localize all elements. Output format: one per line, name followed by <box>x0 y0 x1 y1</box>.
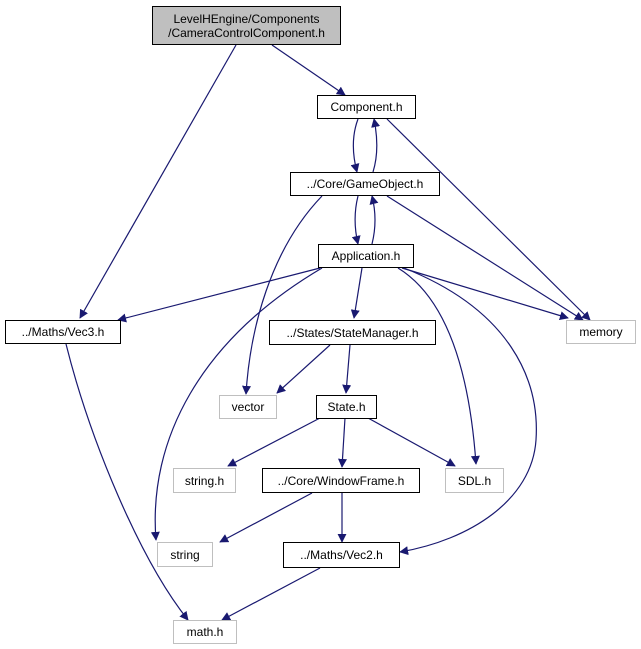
edge-root-to-vec3 <box>79 44 237 319</box>
node-gameobject-h[interactable]: ../Core/GameObject.h <box>290 172 440 196</box>
edge-application-to-vec2 <box>399 267 537 556</box>
edge-vec2-to-math <box>221 567 321 621</box>
edge-vec3-to-math <box>65 343 189 621</box>
edge-root-to-component <box>271 44 346 96</box>
node-state-h[interactable]: State.h <box>316 395 377 419</box>
edge-statemanager-to-vector <box>276 344 331 394</box>
node-root-file[interactable]: LevelHEngine/Components /CameraControlCo… <box>152 6 341 45</box>
edge-state-to-stringh <box>227 417 321 467</box>
node-statemanager-h[interactable]: ../States/StateManager.h <box>269 320 436 345</box>
node-vec3-h[interactable]: ../Maths/Vec3.h <box>5 320 121 344</box>
edge-application-to-memory <box>401 267 569 320</box>
node-vec2-h[interactable]: ../Maths/Vec2.h <box>283 542 400 568</box>
node-component-h[interactable]: Component.h <box>317 95 416 119</box>
node-string-h[interactable]: string.h <box>173 468 236 493</box>
node-memory[interactable]: memory <box>566 320 636 344</box>
edge-component-to-memory <box>386 118 591 321</box>
edge-component-to-gameobject <box>350 118 360 173</box>
edge-application-to-string <box>150 267 323 541</box>
node-vector[interactable]: vector <box>219 395 277 419</box>
edge-gameobject-to-application <box>351 195 361 245</box>
edge-statemanager-to-state <box>342 344 352 394</box>
edge-application-to-sdl <box>397 267 480 465</box>
edge-application-to-gameobject <box>369 195 379 245</box>
node-math-h[interactable]: math.h <box>173 620 237 644</box>
edge-gameobject-to-component <box>371 118 380 173</box>
node-string[interactable]: string <box>157 542 213 567</box>
edge-gameobject-to-memory <box>386 195 584 321</box>
node-sdl-h[interactable]: SDL.h <box>445 468 504 493</box>
edges-layer <box>65 44 591 621</box>
node-windowframe-h[interactable]: ../Core/WindowFrame.h <box>262 468 420 493</box>
edge-gameobject-to-vector <box>242 195 323 395</box>
edge-windowframe-to-string <box>219 492 313 543</box>
node-application-h[interactable]: Application.h <box>318 244 414 268</box>
edge-state-to-sdl <box>367 417 456 467</box>
edge-state-to-windowframe <box>338 417 347 468</box>
edge-application-to-statemanager <box>350 267 363 319</box>
node-root-file-line1: LevelHEngine/Components <box>173 11 320 26</box>
node-root-file-line2: /CameraControlComponent.h <box>168 25 325 40</box>
edge-application-to-vec3 <box>117 267 321 323</box>
